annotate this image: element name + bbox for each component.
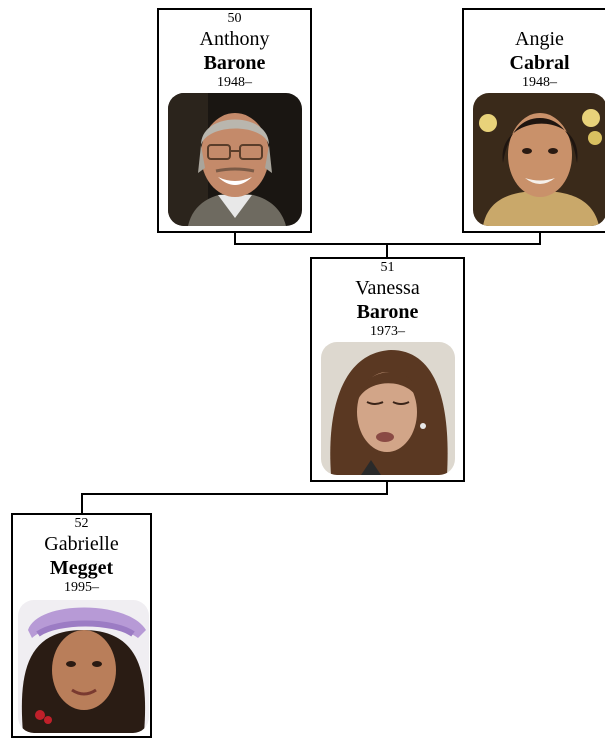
portrait-photo-icon — [473, 93, 605, 226]
portrait-photo-icon — [168, 93, 302, 226]
person-card-vanessa-barone[interactable]: 51 Vanessa Barone 1973– — [310, 257, 465, 482]
person-card-gabrielle-megget[interactable]: 52 Gabrielle Megget 1995– — [11, 513, 152, 738]
portrait-photo-icon — [321, 342, 455, 475]
person-card-angie-cabral[interactable]: Angie Cabral 1948– — [462, 8, 605, 233]
person-number: 51 — [380, 260, 395, 275]
first-name: Vanessa — [355, 277, 420, 299]
first-name: Angie — [515, 28, 564, 50]
child-connector — [81, 481, 388, 513]
life-years: 1973– — [370, 324, 405, 339]
first-name: Anthony — [199, 28, 270, 50]
life-years: 1995– — [64, 580, 99, 595]
first-name: Gabrielle — [44, 533, 119, 555]
person-number — [464, 11, 605, 27]
person-number: 50 — [227, 11, 242, 26]
last-name: Cabral — [509, 52, 570, 74]
life-years: 1948– — [217, 75, 252, 90]
person-number: 52 — [74, 516, 89, 531]
person-card-anthony-barone[interactable]: 50 Anthony Barone 1948– — [157, 8, 312, 233]
life-years: 1948– — [522, 75, 557, 90]
last-name: Barone — [203, 52, 266, 74]
parents-connector — [234, 232, 541, 245]
portrait-photo-icon — [18, 600, 149, 733]
last-name: Megget — [49, 557, 114, 579]
last-name: Barone — [356, 301, 419, 323]
